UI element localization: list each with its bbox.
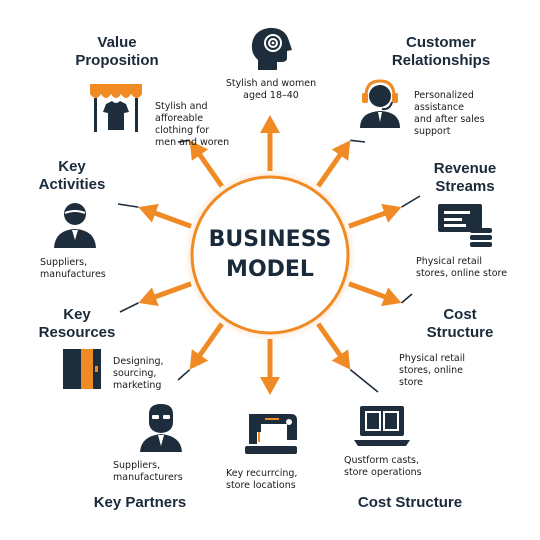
connector-revenue-streams — [401, 195, 421, 208]
arrow-cost-structure-bottom-head — [331, 349, 351, 370]
arrow-key-activities-head — [138, 203, 159, 223]
key-partners-title: Key Partners — [93, 494, 187, 511]
cost-structure-right-text: Physical retail stores, online store — [399, 353, 466, 388]
cost-structure-bottom-text: Qustform casts, store operations — [344, 455, 422, 478]
user-icon — [54, 203, 96, 248]
head-profile-icon — [251, 27, 292, 70]
storefront-shirt-icon — [90, 84, 142, 132]
revenue-streams-title: Revenue Streams — [433, 160, 497, 195]
arrow-value-proposition-head — [189, 140, 209, 161]
arrow-cost-structure-right-head — [381, 287, 402, 307]
cash-register-icon — [438, 204, 492, 247]
arrow-customer-relationships-head — [331, 140, 351, 161]
connector-key-activities — [117, 203, 139, 208]
key-activities-title: Key Activities — [38, 158, 106, 193]
headset-agent-icon — [360, 79, 400, 128]
arrow-key-activities-shaft — [150, 209, 192, 229]
connector-cost-structure-bottom — [349, 369, 379, 393]
arrow-group — [138, 115, 402, 395]
value-proposition-text: Stylish and afforeable clothing for men … — [155, 101, 230, 148]
revenue-streams-text: Physical retail stores, online store — [416, 256, 508, 279]
arrow-key-partners-head — [189, 349, 209, 370]
bearded-man-icon — [140, 404, 182, 452]
cabinet-icon — [63, 349, 101, 389]
arrow-revenue-streams-shaft — [348, 209, 390, 229]
cost-structure-bottom-title: Cost Structure — [357, 494, 463, 511]
key-activities-text: Suppliers, manufactures — [40, 257, 106, 280]
laptop-icon — [354, 406, 410, 446]
customer-relationships-text: Personalized assistance and after sales … — [414, 90, 485, 137]
value-proposition-title: Value Proposition — [75, 34, 159, 69]
key-resources-text: Designing, sourcing, marketing — [113, 356, 164, 391]
arrow-customer-relationships-shaft — [316, 150, 345, 188]
cost-structure-right-title: Cost Structure — [426, 306, 494, 341]
arrow-key-resources-shaft — [150, 281, 192, 301]
sewing-machine-icon — [245, 414, 297, 454]
key-resources-title: Key Resources — [38, 306, 116, 341]
connector-key-partners — [177, 369, 191, 381]
connector-value-proposition — [177, 139, 190, 143]
connector-lines — [117, 139, 421, 393]
connector-key-resources — [119, 302, 139, 313]
customer-relationships-title: Customer Relationships — [391, 34, 491, 69]
arrow-key-resources-head — [138, 287, 159, 307]
sewing-text: Key recurrcing, store locations — [226, 468, 298, 491]
arrow-revenue-streams-head — [381, 203, 402, 223]
arrow-cost-structure-right-shaft — [348, 281, 390, 301]
connector-customer-relationships — [350, 139, 366, 143]
arrow-sewing-head — [260, 377, 280, 395]
customer-segments-text: Stylish and women aged 18–40 — [225, 78, 317, 101]
key-partners-text: Suppliers, manufacturers — [113, 460, 183, 483]
center-circle — [190, 175, 350, 335]
arrow-customer-segments-head — [260, 115, 280, 133]
connector-cost-structure-right — [401, 293, 413, 304]
arrow-key-partners-shaft — [195, 322, 224, 360]
center-title: BUSINESS MODEL — [208, 227, 332, 282]
arrow-cost-structure-bottom-shaft — [316, 322, 345, 360]
arrow-value-proposition-shaft — [195, 150, 224, 188]
